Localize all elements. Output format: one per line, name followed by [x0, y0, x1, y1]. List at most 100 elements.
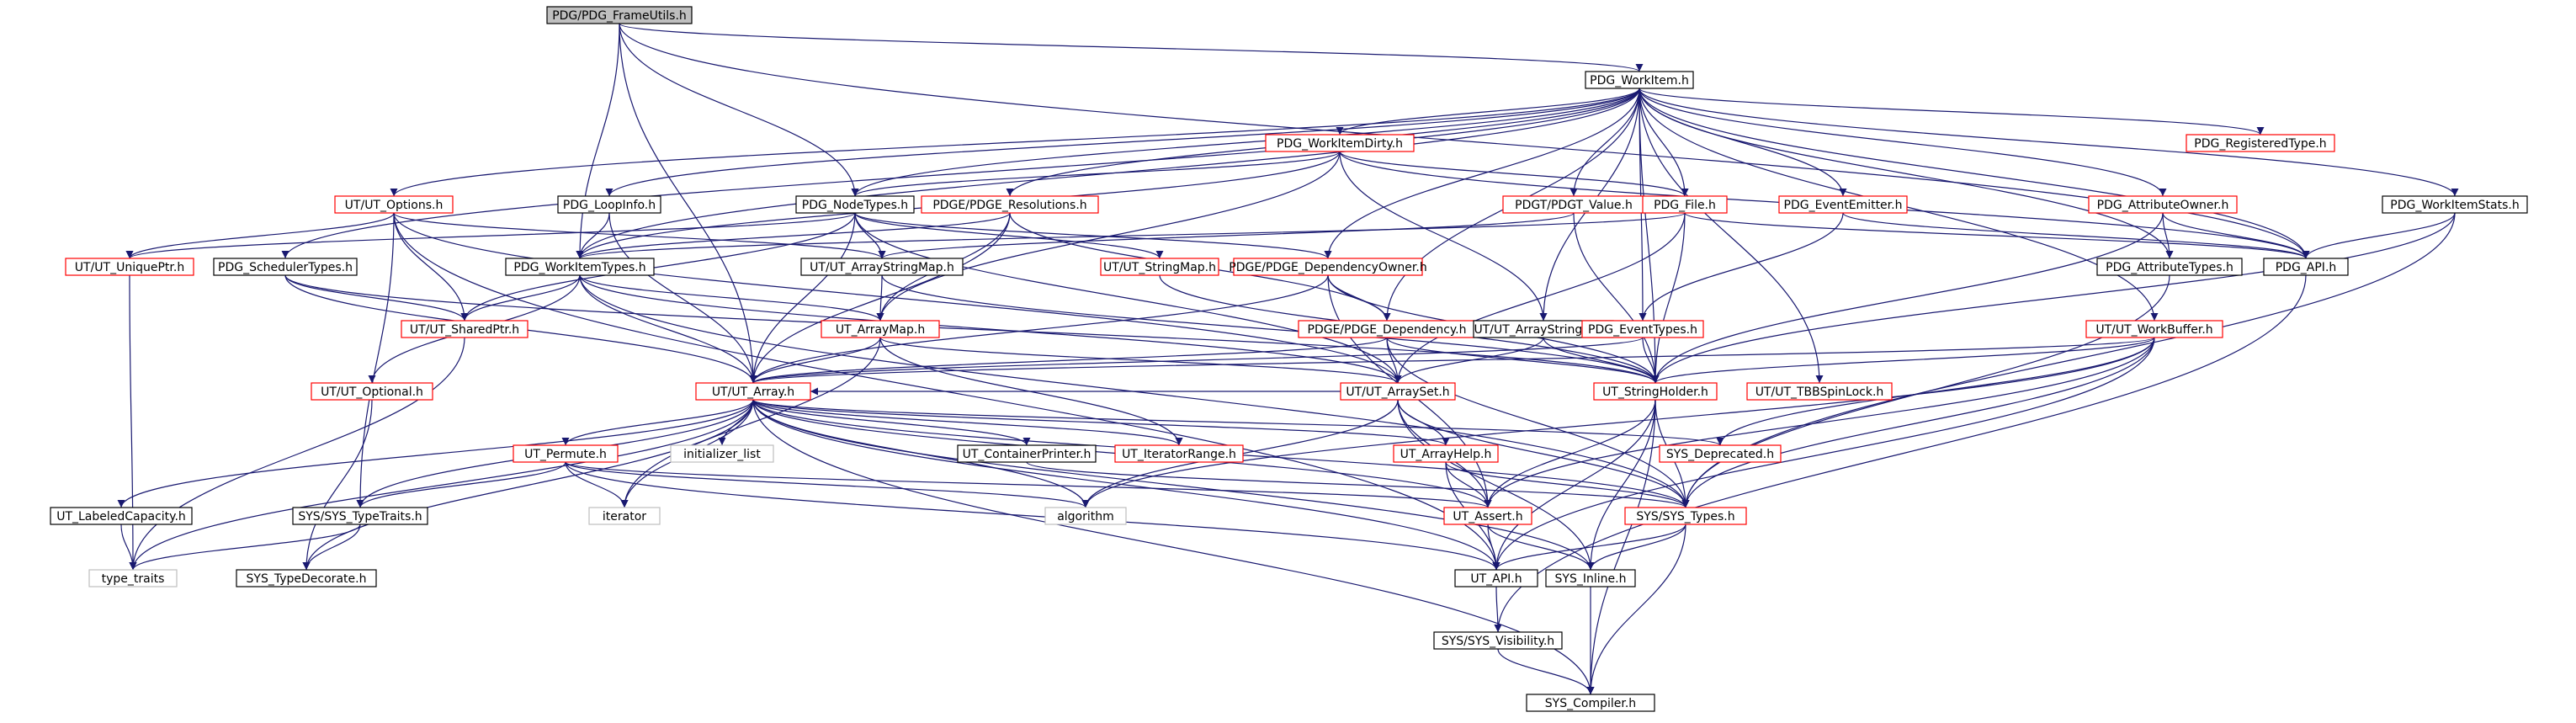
- node-label: type_traits: [102, 572, 165, 586]
- node-sys-typedecorate-h[interactable]: SYS_TypeDecorate.h: [236, 569, 377, 587]
- node-type-traits[interactable]: type_traits: [88, 569, 178, 587]
- edge-pdg-workitem-h-to-pdgt-pdgt-value-h: [1570, 88, 1640, 197]
- node-box: [1433, 631, 1563, 650]
- node-ut-api-h[interactable]: UT_API.h: [1454, 569, 1538, 587]
- node-pdgt-pdgt-value-h[interactable]: PDGT/PDGT_Value.h: [1502, 195, 1645, 214]
- edge-pdge-pdge-dependencyowner-h-to-ut-ut-array-h: [749, 274, 1329, 384]
- node-box: [2096, 258, 2243, 276]
- node-iterator[interactable]: iterator: [588, 507, 661, 525]
- node-ut-containerprinter-h[interactable]: UT_ContainerPrinter.h: [957, 444, 1097, 463]
- node-pdg-workitem-h[interactable]: PDG_WorkItem.h: [1585, 71, 1694, 89]
- edge-pdg-workitem-h-to-pdg-registeredtype-h: [1639, 88, 2265, 136]
- edge-pdg-eventtypes-h-to-ut-ut-array-h: [749, 337, 1644, 384]
- node-pdg-eventtypes-h[interactable]: PDG_EventTypes.h: [1581, 320, 1704, 338]
- node-pdg-loopinfo-h[interactable]: PDG_LoopInfo.h: [557, 195, 661, 214]
- node-pdg-schedulertypes-h[interactable]: PDG_SchedulerTypes.h: [213, 258, 358, 276]
- edge-pdg-pdg-frameutils-h-to-ut-ut-array-h: [619, 23, 757, 384]
- edge-pdg-workitem-h-to-pdg-attributeowner-h: [1639, 88, 2167, 197]
- node-pdg-pdg-frameutils-h[interactable]: PDG/PDG_FrameUtils.h: [546, 6, 693, 24]
- edge-ut-ut-options-h-to-ut-ut-arraystringmap-h: [393, 212, 886, 259]
- node-label: UT/UT_ArrayStringMap.h: [810, 261, 954, 274]
- node-pdg-workitemdirty-h[interactable]: PDG_WorkItemDirty.h: [1265, 134, 1415, 152]
- node-pdg-api-h[interactable]: PDG_API.h: [2263, 258, 2349, 276]
- node-ut-ut-stringmap-h[interactable]: UT/UT_StringMap.h: [1100, 258, 1219, 276]
- node-pdg-registeredtype-h[interactable]: PDG_RegisteredType.h: [2186, 134, 2335, 152]
- edge-sys-sys-types-h-to-sys-inline-h: [1586, 524, 1686, 571]
- edge-sys-sys-types-h-to-ut-api-h: [1492, 524, 1686, 571]
- node-sys-sys-types-h[interactable]: SYS/SYS_Types.h: [1624, 507, 1747, 525]
- node-box: [821, 320, 940, 338]
- node-pdg-eventemitter-h[interactable]: PDG_EventEmitter.h: [1778, 195, 1908, 214]
- node-sys-sys-typetraits-h[interactable]: SYS/SYS_TypeTraits.h: [292, 507, 428, 525]
- node-ut-iteratorrange-h[interactable]: UT_IteratorRange.h: [1114, 444, 1244, 463]
- node-algorithm[interactable]: algorithm: [1044, 507, 1127, 525]
- edge-sys-sys-types-h-to-sys-compiler-h: [1586, 524, 1686, 695]
- node-label: UT_StringHolder.h: [1602, 385, 1708, 399]
- node-label: initializer_list: [683, 448, 761, 461]
- edge-pdg-workitemtypes-h-to-ut-ut-arrayset-h: [579, 274, 1402, 384]
- edge-ut-ut-workbuffer-h-to-ut-api-h: [1492, 337, 2155, 571]
- node-ut-ut-arrayset-h[interactable]: UT/UT_ArraySet.h: [1340, 382, 1456, 401]
- node-pdg-attributeowner-h[interactable]: PDG_AttributeOwner.h: [2088, 195, 2238, 214]
- node-label: SYS_TypeDecorate.h: [247, 572, 367, 586]
- edge-pdg-workitem-h-to-ut-ut-tbbspinlock-h: [1639, 88, 1824, 384]
- edge-pdge-pdge-resolutions-h-to-pdg-workitemtypes-h: [576, 212, 1011, 259]
- edge-pdg-workitemdirty-h-to-pdg-file-h: [1339, 151, 1689, 197]
- node-ut-ut-array-h[interactable]: UT/UT_Array.h: [695, 382, 811, 401]
- edge-pdg-workitemtypes-h-to-ut-ut-array-h: [579, 274, 757, 384]
- node-ut-labeledcapacity-h[interactable]: UT_LabeledCapacity.h: [50, 507, 193, 525]
- node-ut-ut-sharedptr-h[interactable]: UT/UT_SharedPtr.h: [401, 320, 528, 338]
- node-ut-ut-workbuffer-h[interactable]: UT/UT_WorkBuffer.h: [2085, 320, 2223, 338]
- node-box: [1233, 258, 1423, 276]
- edge-ut-ut-workbuffer-h-to-ut-stringholder-h: [1651, 337, 2155, 384]
- node-label: UT/UT_SharedPtr.h: [410, 323, 519, 337]
- node-pdg-workitemstats-h[interactable]: PDG_WorkItemStats.h: [2382, 195, 2528, 214]
- node-sys-compiler-h[interactable]: SYS_Compiler.h: [1526, 694, 1655, 712]
- node-box: [1659, 444, 1782, 463]
- node-pdge-pdge-dependency-h[interactable]: PDGE/PDGE_Dependency.h: [1298, 320, 1476, 338]
- node-box: [1265, 134, 1415, 152]
- node-pdg-attributetypes-h[interactable]: PDG_AttributeTypes.h: [2096, 258, 2243, 276]
- node-pdg-workitemtypes-h[interactable]: PDG_WorkItemTypes.h: [505, 258, 655, 276]
- edge-pdg-pdg-frameutils-h-to-pdg-api-h: [619, 23, 2310, 259]
- node-pdg-nodetypes-h[interactable]: PDG_NodeTypes.h: [795, 195, 915, 214]
- edge-pdg-file-h-to-pdg-api-h: [1684, 212, 2310, 259]
- edge-ut-stringholder-h-to-sys-inline-h: [1586, 399, 1656, 571]
- node-label: PDG_WorkItemStats.h: [2390, 199, 2519, 212]
- node-ut-ut-optional-h[interactable]: UT/UT_Optional.h: [311, 382, 433, 401]
- edge-ut-ut-arraystringset-h-to-ut-stringholder-h: [1543, 337, 1660, 384]
- node-box: [1340, 382, 1456, 401]
- node-pdge-pdge-resolutions-h[interactable]: PDGE/PDGE_Resolutions.h: [921, 195, 1099, 214]
- node-initializer-list[interactable]: initializer_list: [670, 444, 774, 463]
- node-box: [2085, 320, 2223, 338]
- edge-ut-ut-arraystringmap-h-to-ut-stringholder-h: [881, 274, 1660, 384]
- node-label: PDG_AttributeOwner.h: [2097, 199, 2229, 212]
- node-ut-assert-h[interactable]: UT_Assert.h: [1443, 507, 1532, 525]
- edge-ut-ut-options-h-to-ut-ut-arrayset-h: [393, 212, 1402, 384]
- edge-pdg-file-h-to-ut-ut-arrayset-h: [1394, 212, 1686, 384]
- edge-ut-ut-array-h-to-ut-labeledcapacity-h: [117, 399, 754, 508]
- node-label: UT_LabeledCapacity.h: [56, 510, 186, 524]
- edge-ut-ut-array-h-to-sys-typedecorate-h: [302, 399, 754, 571]
- node-ut-arraymap-h[interactable]: UT_ArrayMap.h: [821, 320, 940, 338]
- node-ut-arrayhelp-h[interactable]: UT_ArrayHelp.h: [1393, 444, 1499, 463]
- node-layer: PDG/PDG_FrameUtils.hPDG_WorkItem.hPDG_Wo…: [50, 6, 2528, 712]
- node-sys-sys-visibility-h[interactable]: SYS/SYS_Visibility.h: [1433, 631, 1563, 650]
- node-label: UT_ArrayMap.h: [836, 323, 925, 337]
- node-box: [1454, 569, 1538, 587]
- node-ut-ut-arraystringset-h[interactable]: UT/UT_ArrayStringSet.h: [1473, 320, 1614, 338]
- node-ut-ut-options-h[interactable]: UT/UT_Options.h: [334, 195, 454, 214]
- edge-ut-arrayhelp-h-to-ut-assert-h: [1445, 461, 1492, 508]
- node-ut-ut-uniqueptr-h[interactable]: UT/UT_UniquePtr.h: [65, 258, 194, 276]
- node-ut-permute-h[interactable]: UT_Permute.h: [513, 444, 619, 463]
- node-ut-ut-tbbspinlock-h[interactable]: UT/UT_TBBSpinLock.h: [1746, 382, 1893, 401]
- node-ut-stringholder-h[interactable]: UT_StringHolder.h: [1593, 382, 1718, 401]
- node-ut-ut-arraystringmap-h[interactable]: UT/UT_ArrayStringMap.h: [800, 258, 964, 276]
- node-pdg-file-h[interactable]: PDG_File.h: [1642, 195, 1728, 214]
- node-sys-inline-h[interactable]: SYS_Inline.h: [1545, 569, 1636, 587]
- node-box: [88, 569, 178, 587]
- node-sys-deprecated-h[interactable]: SYS_Deprecated.h: [1659, 444, 1782, 463]
- node-pdge-pdge-dependencyowner-h[interactable]: PDGE/PDGE_DependencyOwner.h: [1229, 258, 1427, 276]
- edge-pdg-nodetypes-h-to-ut-ut-array-h: [749, 212, 856, 384]
- node-label: PDG_NodeTypes.h: [802, 199, 908, 212]
